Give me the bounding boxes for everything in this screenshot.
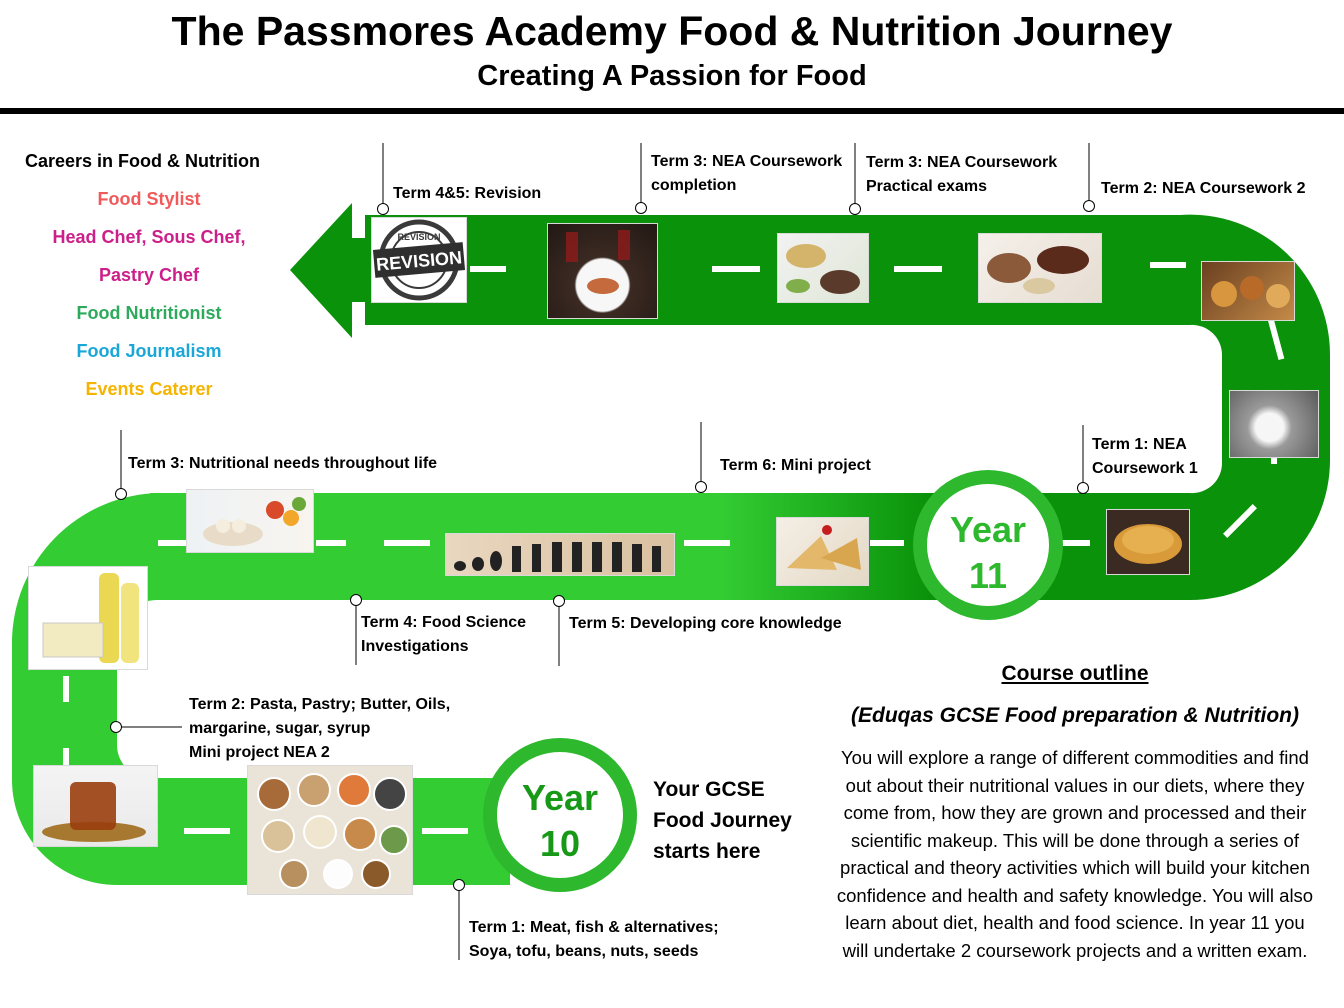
nea-completion-photo xyxy=(547,223,658,319)
road-arrowhead xyxy=(290,203,352,338)
journey-start-line: Your GCSE xyxy=(653,778,765,801)
milestone-line: Term 2: Pasta, Pastry; Butter, Oils, xyxy=(189,696,451,713)
milestone-y10-term1: Term 1: Meat, fish & alternatives; Soya,… xyxy=(469,916,719,964)
evolution-photo xyxy=(445,533,675,576)
milestone-y11-term1: Term 1: NEA Coursework 1 xyxy=(1092,433,1198,481)
nutrition-photo xyxy=(186,489,314,553)
journey-start-line: starts here xyxy=(653,840,761,863)
year-10-label: Year 10 xyxy=(500,775,620,867)
year-10-word: Year xyxy=(521,777,599,818)
page-subtitle: Creating A Passion for Food xyxy=(477,60,867,92)
revision-stamp-image: REVISION REVISION xyxy=(371,217,467,303)
milestone-line: Term 1: NEA xyxy=(1092,436,1187,453)
mixer-photo xyxy=(1229,390,1319,458)
milestone-y11-term3-practical: Term 3: NEA Coursework Practical exams xyxy=(866,151,1057,199)
protein-bowls-photo xyxy=(247,765,413,895)
milestone-line: Investigations xyxy=(361,638,469,655)
milestone-line: Term 1: Meat, fish & alternatives; xyxy=(469,919,719,936)
practical-exams-photo xyxy=(777,233,869,303)
career-item: Food Journalism xyxy=(76,341,222,361)
milestone-line: Practical exams xyxy=(866,178,987,195)
year-10-badge xyxy=(483,738,637,892)
career-item: Head Chef, Sous Chef, xyxy=(52,227,246,247)
milestone-line: Coursework 1 xyxy=(1092,460,1198,477)
year-11-label: Year 11 xyxy=(928,507,1048,599)
milestone-line: completion xyxy=(651,177,737,194)
mini-project-photo xyxy=(776,517,869,586)
milestone-line: Term 4: Food Science xyxy=(361,614,527,631)
milestone-y10-term2: Term 2: Pasta, Pastry; Butter, Oils, mar… xyxy=(189,693,450,765)
milestone-y10-term6: Term 6: Mini project xyxy=(720,457,871,474)
career-item: Events Caterer xyxy=(85,379,213,399)
course-outline-subheading: (Eduqas GCSE Food preparation & Nutritio… xyxy=(851,704,1299,727)
milestone-line: Soya, tofu, beans, nuts, seeds xyxy=(469,943,699,960)
milestone-line: Term 3: NEA Coursework xyxy=(651,153,843,170)
nea-coursework-2-photo xyxy=(978,233,1102,303)
pancakes-photo xyxy=(1106,509,1190,575)
career-item: Food Nutritionist xyxy=(76,303,222,323)
milestone-line: Term 3: NEA Coursework xyxy=(866,154,1058,171)
milestone-y10-term5: Term 5: Developing core knowledge xyxy=(569,615,842,632)
careers-heading: Careers in Food & Nutrition xyxy=(25,151,261,171)
career-item: Food Stylist xyxy=(97,189,201,209)
milestone-y10-term4: Term 4: Food Science Investigations xyxy=(361,611,526,659)
course-outline-heading: Course outline xyxy=(1001,662,1149,685)
page-title: The Passmores Academy Food & Nutrition J… xyxy=(171,8,1173,54)
revision-ring-text: REVISION xyxy=(397,232,440,242)
year-11-badge xyxy=(913,470,1063,620)
milestone-y10-term3: Term 3: Nutritional needs throughout lif… xyxy=(128,455,438,472)
journey-start-line: Food Journey xyxy=(653,809,792,832)
year-11-word: Year xyxy=(949,509,1027,550)
spices-photo xyxy=(1201,261,1295,321)
year-10-number: 10 xyxy=(539,823,581,864)
syrup-sugar-photo xyxy=(33,765,158,847)
milestone-line: margarine, sugar, syrup xyxy=(189,720,371,737)
career-item: Pastry Chef xyxy=(98,265,200,285)
milestone-y11-term3-completion: Term 3: NEA Coursework completion xyxy=(651,150,842,198)
milestone-y11-term45: Term 4&5: Revision xyxy=(393,185,542,202)
journey-start-text: Your GCSE Food Journey starts here xyxy=(653,774,792,867)
header-divider xyxy=(0,108,1344,114)
milestone-y11-term2: Term 2: NEA Coursework 2 xyxy=(1101,180,1306,197)
course-outline-body: You will explore a range of different co… xyxy=(836,747,1314,961)
milestone-line: Mini project NEA 2 xyxy=(189,744,330,761)
butter-oil-photo xyxy=(28,566,148,670)
year-11-number: 11 xyxy=(968,555,1008,596)
